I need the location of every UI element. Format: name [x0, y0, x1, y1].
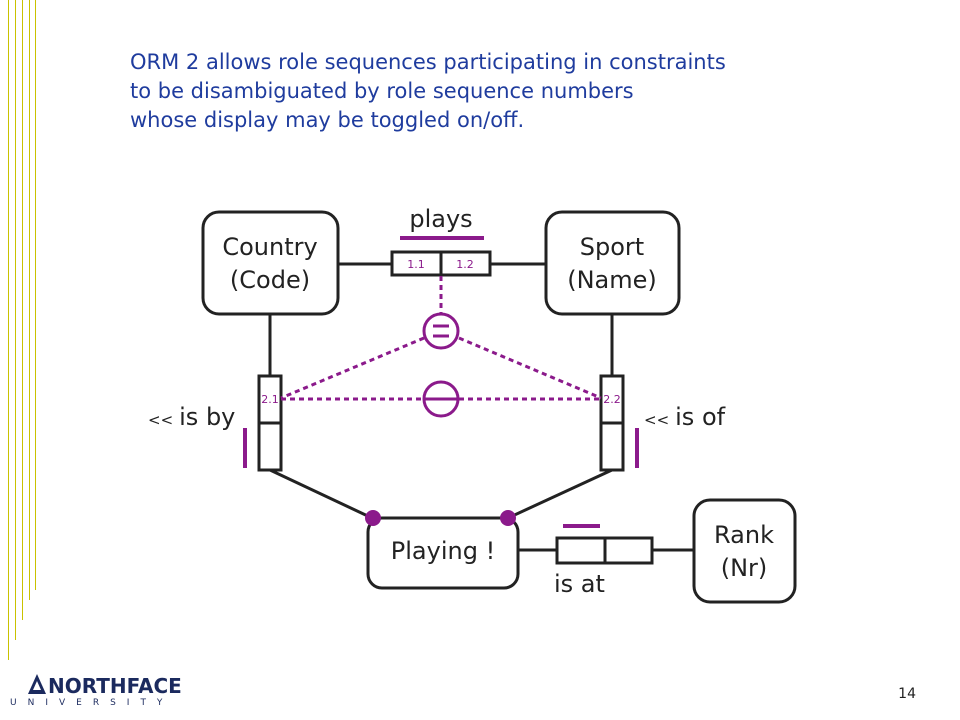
country-refmode: (Code) — [230, 266, 310, 294]
isof-to-playing-line — [507, 468, 613, 520]
isof-reading-text: is of — [675, 403, 725, 431]
equality-link-to-isby — [280, 336, 425, 400]
mandatory-dot-left — [365, 510, 381, 526]
entity-country[interactable]: Country (Code) — [201, 210, 340, 316]
slide-caption: ORM 2 allows role sequences participatin… — [130, 48, 890, 135]
logo-main-text: NORTHFACE — [48, 674, 182, 698]
entity-sport[interactable]: Sport (Name) — [544, 210, 681, 316]
fact-type-is-of[interactable]: 2.2 << is of — [599, 374, 726, 472]
left-rule-5 — [35, 0, 36, 590]
left-rule-2 — [15, 0, 16, 640]
caption-line-3: whose display may be toggled on/off. — [130, 108, 525, 132]
fact-type-plays[interactable]: plays 1.1 1.2 — [390, 205, 492, 277]
isby-arrows: << — [148, 411, 173, 429]
left-rule-4 — [29, 0, 30, 600]
country-name: Country — [222, 233, 317, 261]
equality-link-to-isof — [458, 336, 602, 400]
connectors — [268, 262, 694, 552]
isby-role-2[interactable] — [257, 421, 283, 472]
caption-line-1: ORM 2 allows role sequences participatin… — [130, 50, 726, 74]
logo-sub-text: UNIVERSITY — [10, 698, 174, 708]
left-rule-1 — [8, 0, 9, 660]
northface-logo: NORTHFACE UNIVERSITY — [10, 674, 182, 714]
isby-reading-text: is by — [179, 403, 235, 431]
plays-role-2-seq: 1.2 — [456, 258, 474, 271]
isby-reading: << is by — [148, 403, 235, 431]
entity-rank[interactable]: Rank (Nr) — [692, 498, 797, 604]
fact-type-is-at[interactable]: is at — [554, 524, 654, 598]
logo-mark-icon — [28, 674, 46, 694]
left-rule-3 — [22, 0, 23, 620]
equality-constraint[interactable] — [422, 312, 460, 350]
rank-name: Rank — [714, 521, 774, 549]
sport-name: Sport — [580, 233, 644, 261]
isof-reading: << is of — [644, 403, 726, 431]
plays-reading: plays — [409, 205, 472, 233]
page-number: 14 — [898, 686, 916, 702]
isat-reading: is at — [554, 570, 605, 598]
isby-role-seq: 2.1 — [261, 393, 279, 406]
rank-refmode: (Nr) — [721, 554, 768, 582]
caption-line-2: to be disambiguated by role sequence num… — [130, 79, 634, 103]
exclusion-constraint[interactable] — [422, 380, 460, 418]
sport-refmode: (Name) — [567, 266, 657, 294]
isat-role-2[interactable] — [603, 536, 654, 565]
isof-role-seq: 2.2 — [603, 393, 621, 406]
plays-role-1-seq: 1.1 — [407, 258, 425, 271]
isby-to-playing-line — [269, 468, 373, 520]
constraints — [280, 276, 602, 418]
isof-arrows: << — [644, 411, 669, 429]
mandatory-dot-right — [500, 510, 516, 526]
entity-playing[interactable]: Playing ! — [366, 516, 520, 590]
fact-type-is-by[interactable]: 2.1 << is by — [148, 374, 283, 472]
isof-role-2[interactable] — [599, 421, 625, 472]
plays-role-2[interactable] — [439, 250, 492, 277]
playing-name: Playing ! — [391, 537, 495, 565]
isat-role-1[interactable] — [555, 536, 607, 565]
